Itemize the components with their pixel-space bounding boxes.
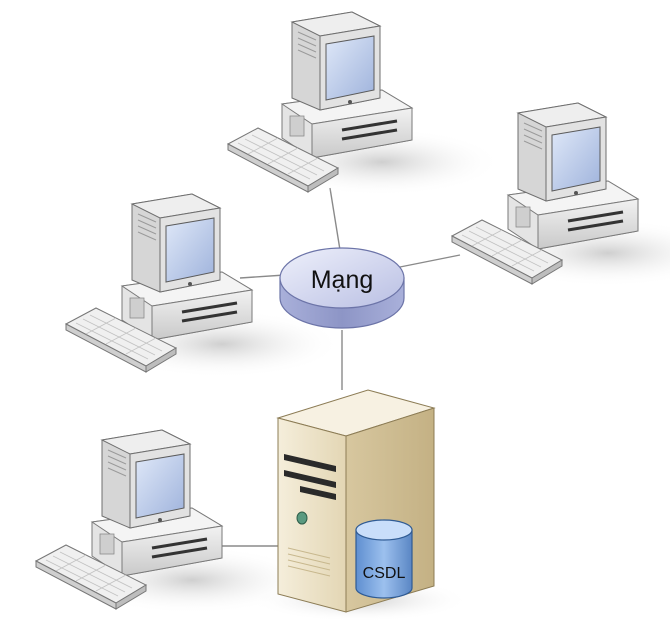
- computer-right: [451, 101, 670, 289]
- network-hub: Mạng: [279, 247, 405, 329]
- database-cylinder: CSDL: [355, 519, 413, 599]
- link-left-computer: [239, 274, 286, 279]
- hub-label: Mạng: [311, 266, 374, 294]
- computer-bottom-left: [35, 428, 314, 616]
- drive-bay-2: [284, 470, 336, 488]
- database-label: CSDL: [363, 565, 406, 582]
- connection-links: [215, 187, 461, 547]
- link-top-computer: [329, 187, 341, 251]
- link-right-computer: [394, 254, 461, 269]
- computer-top: [227, 10, 504, 198]
- drive-bay-1: [284, 454, 336, 472]
- drive-bay-3: [300, 486, 336, 500]
- power-button-icon: [296, 511, 308, 525]
- server-vents: [287, 547, 331, 577]
